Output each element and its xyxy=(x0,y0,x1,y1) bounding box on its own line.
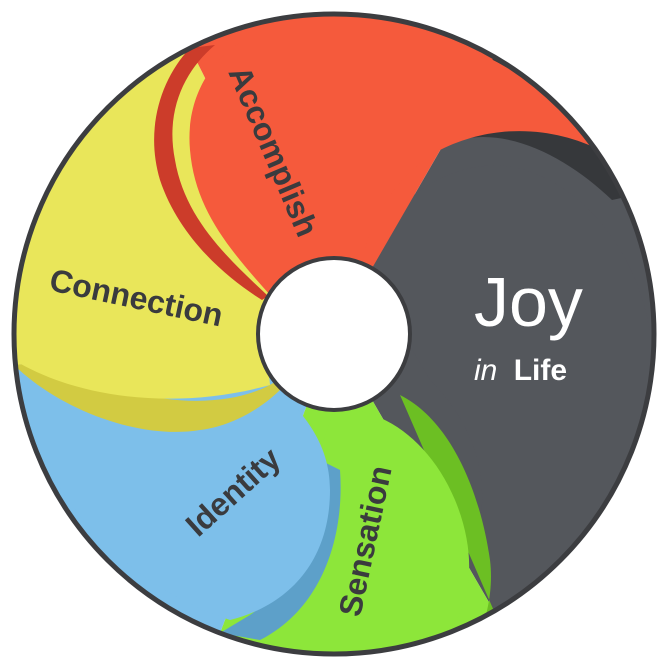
joy-title: Joy xyxy=(474,263,583,341)
segment-connection-front xyxy=(14,48,270,399)
segment-identity-shade xyxy=(220,460,341,640)
joy-subtitle-suffix: Life xyxy=(514,354,567,387)
center-hub xyxy=(256,256,412,412)
segment-joy-front xyxy=(362,165,654,612)
segment-accomplish-shade xyxy=(154,45,268,300)
segment-identity-front xyxy=(14,365,330,620)
segment-accomplish-front xyxy=(189,23,600,295)
joy-subtitle-prefix: in xyxy=(474,354,497,387)
wheel-outline xyxy=(11,11,657,657)
joy-subtitle: in Life xyxy=(474,354,567,387)
